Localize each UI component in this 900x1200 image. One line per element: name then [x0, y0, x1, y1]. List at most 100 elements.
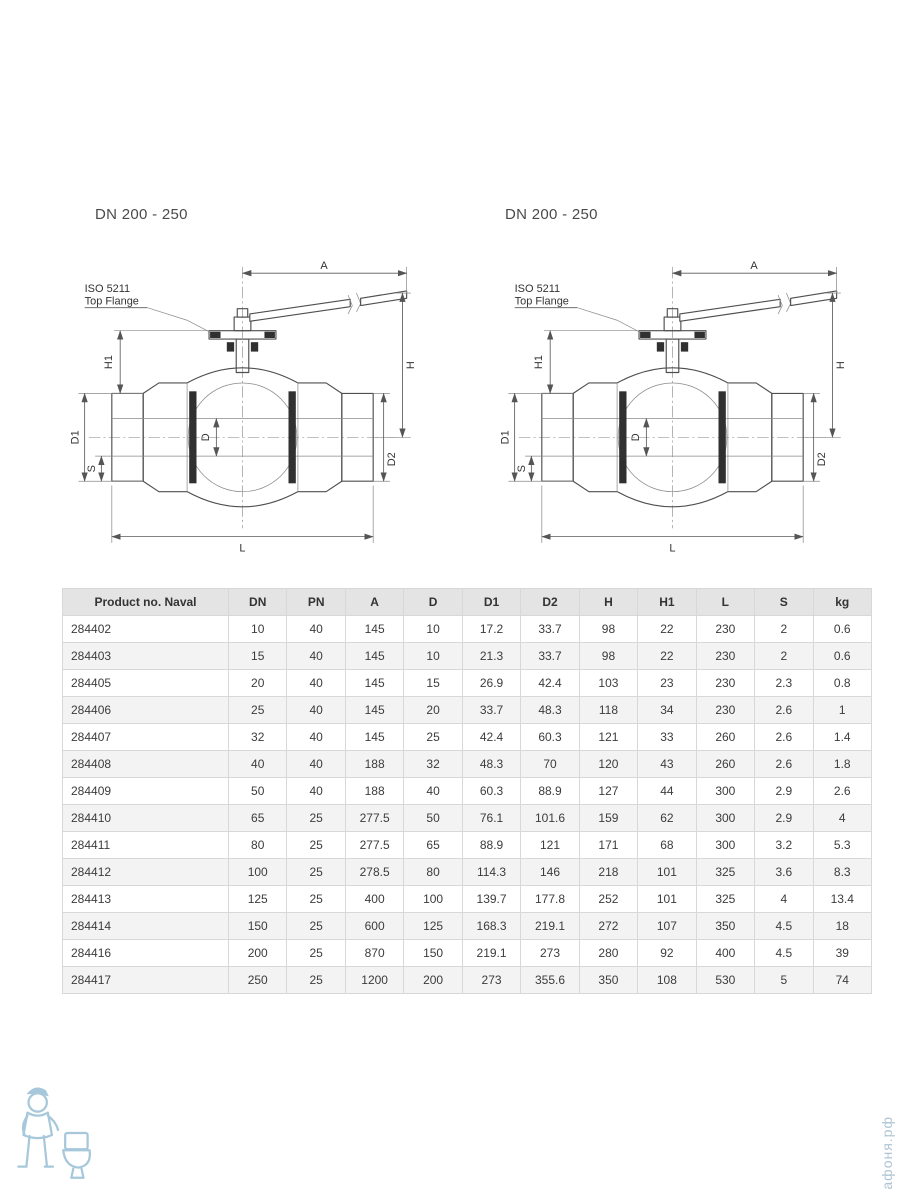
column-header: kg — [812, 588, 873, 616]
value-cell: 2.6 — [812, 777, 873, 805]
value-cell: 25 — [403, 723, 463, 751]
value-cell: 62 — [637, 804, 697, 832]
value-cell: 150 — [403, 939, 463, 967]
value-cell: 2.9 — [754, 777, 814, 805]
value-cell: 1200 — [344, 966, 405, 994]
value-cell: 40 — [286, 750, 346, 778]
value-cell: 33 — [637, 723, 697, 751]
value-cell: 1.4 — [812, 723, 873, 751]
value-cell: 3.6 — [754, 858, 814, 886]
dim-label-l: L — [669, 542, 675, 554]
value-cell: 39 — [812, 939, 873, 967]
dimension-lines — [508, 266, 841, 543]
value-cell: 40 — [227, 750, 288, 778]
value-cell: 530 — [695, 966, 756, 994]
value-cell: 0.8 — [812, 669, 873, 697]
value-cell: 1 — [812, 696, 873, 724]
value-cell: 870 — [344, 939, 405, 967]
value-cell: 2.6 — [754, 750, 814, 778]
value-cell: 272 — [578, 912, 639, 940]
dim-label-d: D — [200, 433, 212, 441]
value-cell: 8.3 — [812, 858, 873, 886]
value-cell: 4.5 — [754, 939, 814, 967]
value-cell: 145 — [344, 696, 405, 724]
value-cell: 121 — [578, 723, 639, 751]
value-cell: 40 — [403, 777, 463, 805]
value-cell: 68 — [637, 831, 697, 859]
value-cell: 273 — [461, 966, 522, 994]
value-cell: 65 — [403, 831, 463, 859]
column-header: D — [403, 588, 463, 616]
value-cell: 139.7 — [461, 885, 522, 913]
value-cell: 44 — [637, 777, 697, 805]
iso-label-line1: ISO 5211 — [515, 283, 561, 295]
dimension-lines — [78, 266, 411, 543]
value-cell: 76.1 — [461, 804, 522, 832]
value-cell: 218 — [578, 858, 639, 886]
value-cell: 118 — [578, 696, 639, 724]
value-cell: 74 — [812, 966, 873, 994]
value-cell: 600 — [344, 912, 405, 940]
valve-body — [111, 367, 374, 508]
value-cell: 400 — [695, 939, 756, 967]
column-header: Product no. Naval — [62, 588, 229, 616]
value-cell: 5 — [754, 966, 814, 994]
value-cell: 15 — [227, 642, 288, 670]
value-cell: 260 — [695, 723, 756, 751]
dim-label-d2: D2 — [816, 452, 828, 466]
value-cell: 273 — [520, 939, 580, 967]
value-cell: 145 — [344, 615, 405, 643]
value-cell: 230 — [695, 696, 756, 724]
value-cell: 188 — [344, 750, 405, 778]
value-cell: 33.7 — [520, 615, 580, 643]
column-header: H1 — [637, 588, 697, 616]
value-cell: 42.4 — [520, 669, 580, 697]
value-cell: 60.3 — [520, 723, 580, 751]
value-cell: 2.6 — [754, 723, 814, 751]
product-no-cell: 284412 — [62, 858, 229, 886]
dim-label-d1: D1 — [70, 430, 81, 444]
value-cell: 10 — [227, 615, 288, 643]
valve-drawing-svg: A H H1 D1 S D D2 L ISO 5211 Top Flange — [499, 260, 847, 554]
column-header: DN — [227, 588, 288, 616]
product-no-cell: 284402 — [62, 615, 229, 643]
value-cell: 2.6 — [754, 696, 814, 724]
dimension-labels: A H H1 D1 S D D2 L — [499, 260, 847, 554]
value-cell: 92 — [637, 939, 697, 967]
product-no-cell: 284403 — [62, 642, 229, 670]
value-cell: 40 — [286, 696, 346, 724]
dim-label-s: S — [86, 465, 98, 472]
value-cell: 17.2 — [461, 615, 522, 643]
value-cell: 230 — [695, 615, 756, 643]
value-cell: 300 — [695, 831, 756, 859]
value-cell: 127 — [578, 777, 639, 805]
value-cell: 300 — [695, 804, 756, 832]
valve-drawing-left: A H H1 D1 S D D2 L ISO 5211 Top Flange — [69, 254, 417, 560]
value-cell: 101.6 — [520, 804, 580, 832]
valve-handle — [679, 290, 838, 322]
value-cell: 50 — [403, 804, 463, 832]
column-header: L — [695, 588, 756, 616]
product-no-cell: 284408 — [62, 750, 229, 778]
value-cell: 21.3 — [461, 642, 522, 670]
value-cell: 40 — [286, 615, 346, 643]
valve-handle — [249, 290, 408, 322]
value-cell: 2 — [754, 615, 814, 643]
value-cell: 33.7 — [461, 696, 522, 724]
site-watermark-text: афоня.рф — [879, 1116, 895, 1190]
value-cell: 98 — [578, 642, 639, 670]
value-cell: 2.3 — [754, 669, 814, 697]
iso-flange-label: ISO 5211 Top Flange — [84, 283, 210, 333]
value-cell: 25 — [286, 966, 346, 994]
value-cell: 25 — [286, 858, 346, 886]
